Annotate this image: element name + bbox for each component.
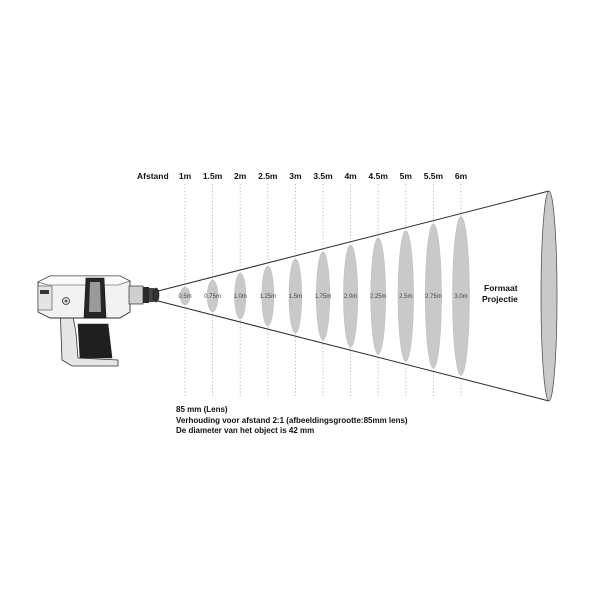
image-size-ellipse — [288, 258, 303, 334]
lens-note-line1: 85 mm (Lens) — [176, 405, 228, 414]
projection-size-label-line2: Projectie — [482, 294, 518, 304]
image-size-ellipse — [343, 244, 358, 348]
image-size-label: 3.0m — [454, 294, 467, 300]
image-size-label: 2.5m — [399, 294, 412, 300]
image-size-label: 1.25m — [259, 294, 276, 300]
image-size-ellipse — [452, 216, 470, 376]
projector-lens-barrel — [128, 285, 144, 305]
lens-note-line2: Verhouding voor afstand 2:1 (afbeeldings… — [176, 415, 408, 425]
image-size-label: 1.0m — [234, 294, 247, 300]
image-size-label: 1.5m — [289, 294, 302, 300]
image-size-ellipses — [179, 216, 470, 376]
projection-size-label-line1: Formaat — [484, 283, 518, 293]
image-size-label: 0.5m — [178, 294, 191, 300]
distance-label: 6m — [455, 171, 468, 181]
distance-label: 2m — [234, 171, 247, 181]
image-size-ellipse — [261, 265, 275, 327]
image-size-labels: 0.5m 0.75m 1.0m 1.25m 1.5m 1.75m 2.0m 2.25m 2.5m… — [178, 294, 467, 300]
projector-lens — [152, 287, 160, 303]
distance-label: 1.5m — [203, 171, 223, 181]
image-size-label: 1.75m — [315, 294, 332, 300]
image-size-label: 0.75m — [204, 294, 221, 300]
image-size-label: 2.0m — [344, 294, 357, 300]
image-size-ellipse — [207, 279, 219, 313]
distance-label: 4m — [344, 171, 357, 181]
lens-notes: 85 mm (Lens) Verhouding voor afstand 2:1… — [176, 405, 408, 437]
beam-top-edge — [157, 190, 550, 292]
distance-label: 4.5m — [369, 171, 389, 181]
distance-label: 5m — [400, 171, 413, 181]
distance-label: 2.5m — [258, 171, 278, 181]
lens-note-line3: De diameter van het object is 42 mm — [176, 426, 315, 435]
image-size-ellipse — [425, 223, 442, 369]
distance-labels: 1m 1.5m 2m 2.5m 3m 3.5m 4m 4.5m 5m 5.5m 6m — [179, 171, 468, 181]
distance-label: 3m — [289, 171, 302, 181]
image-size-label: 2.75m — [425, 294, 442, 300]
distance-label: 5.5m — [424, 171, 444, 181]
distance-header-label: Afstand — [137, 171, 169, 181]
image-size-ellipse — [370, 237, 386, 355]
image-size-label: 2.25m — [370, 294, 387, 300]
image-size-ellipse — [234, 272, 247, 320]
distance-label: 1m — [179, 171, 192, 181]
projection-surface-ellipse — [540, 190, 558, 402]
image-size-ellipse — [397, 230, 414, 362]
projector-icon — [37, 275, 160, 367]
distance-label: 3.5m — [313, 171, 333, 181]
projection-beam — [157, 190, 550, 402]
image-size-ellipse — [179, 286, 191, 306]
beam-bottom-edge — [157, 300, 550, 402]
image-size-ellipse — [316, 251, 330, 341]
